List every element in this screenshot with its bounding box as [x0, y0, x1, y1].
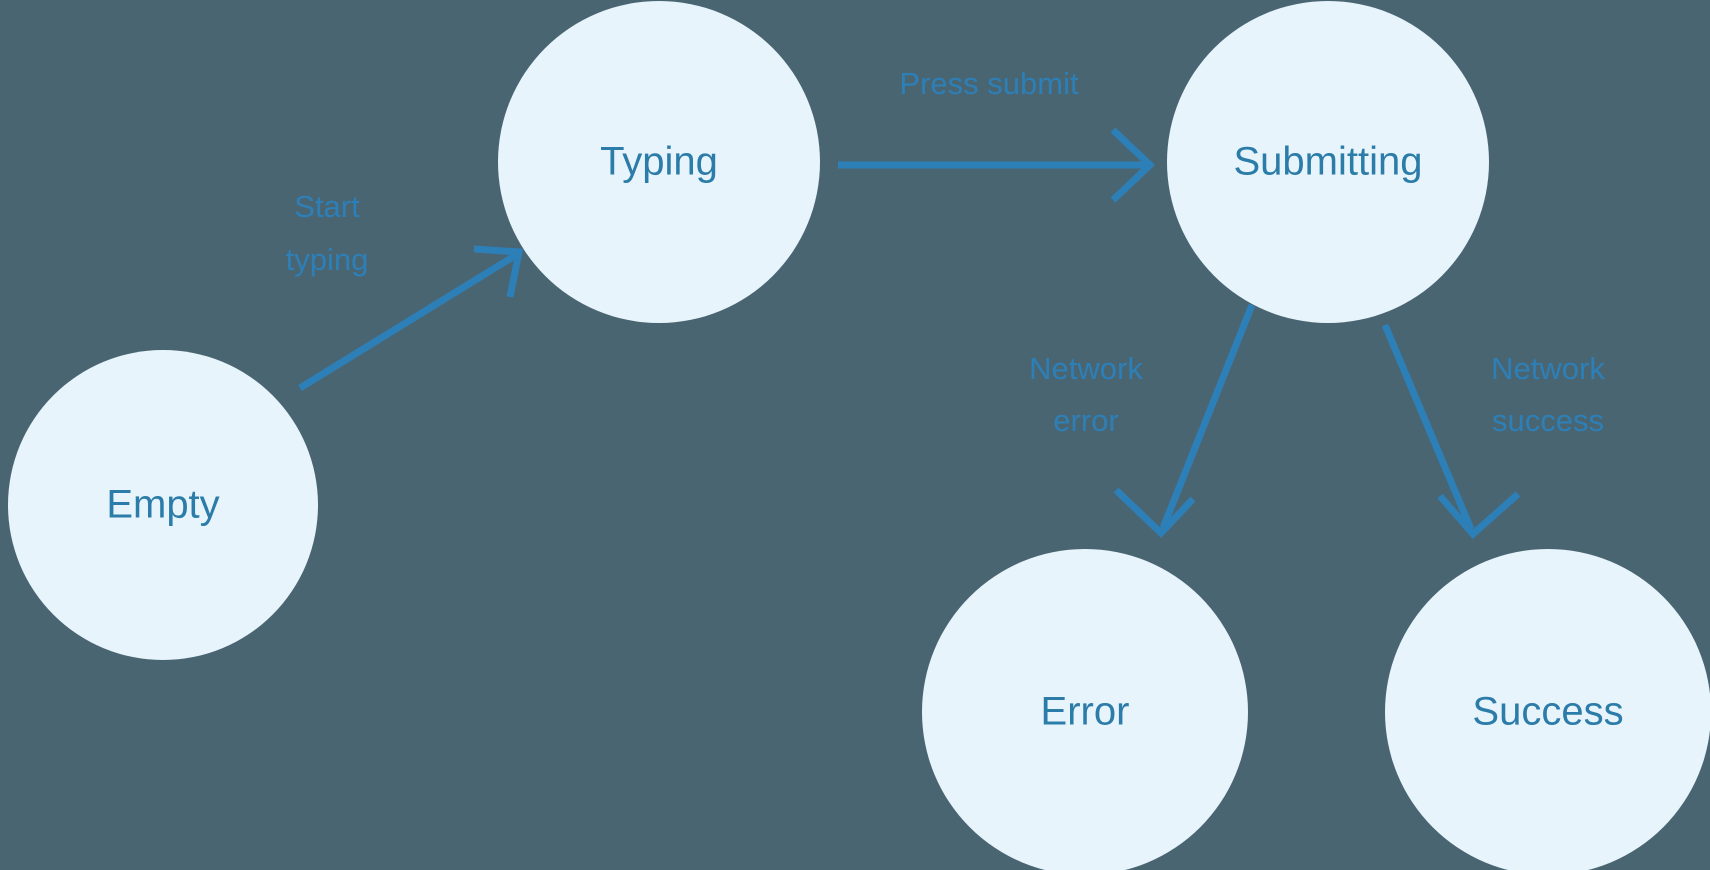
- state-node-error-label: Error: [1041, 690, 1130, 734]
- edge-typing-to-submitting-arrowhead: [1110, 127, 1156, 203]
- state-node-empty-circle[interactable]: [8, 350, 318, 660]
- state-node-typing-label: Typing: [600, 140, 718, 184]
- edge-submitting-to-error-line: [1159, 303, 1256, 530]
- state-node-empty[interactable]: Empty: [8, 350, 318, 660]
- edge-submitting-to-success-line: [1381, 323, 1475, 531]
- edge-submitting-to-success: [1381, 323, 1521, 539]
- edge-label-network-error-line2: error: [1053, 403, 1118, 438]
- edge-submitting-to-error-arrowhead: [1113, 487, 1196, 538]
- edge-label-network-success-line1: Network: [1491, 351, 1605, 386]
- state-node-error[interactable]: Error: [922, 549, 1248, 870]
- state-node-error-circle[interactable]: [922, 549, 1248, 870]
- state-node-submitting-circle[interactable]: [1167, 1, 1489, 323]
- edge-submitting-to-error: [1113, 303, 1256, 538]
- state-node-submitting[interactable]: Submitting: [1167, 1, 1489, 323]
- edge-label-start-typing-line2: typing: [286, 242, 369, 277]
- state-node-success-circle[interactable]: [1385, 549, 1710, 870]
- edge-empty-to-typing: [298, 245, 524, 391]
- edge-label-network-error-line1: Network: [1029, 351, 1143, 386]
- state-node-success-label: Success: [1472, 690, 1623, 734]
- edge-empty-to-typing-line: [298, 252, 518, 391]
- state-node-submitting-label: Submitting: [1234, 140, 1423, 184]
- edge-label-press-submit: Press submit: [899, 66, 1079, 101]
- edge-typing-to-submitting: [838, 127, 1156, 203]
- edge-label-start-typing-line1: Start: [294, 189, 360, 224]
- state-node-typing-circle[interactable]: [498, 1, 820, 323]
- state-node-typing[interactable]: Typing: [498, 1, 820, 323]
- edge-empty-to-typing-arrowhead: [473, 245, 524, 298]
- state-node-success[interactable]: Success: [1385, 549, 1710, 870]
- edge-submitting-to-success-arrowhead: [1437, 491, 1521, 539]
- state-node-empty-label: Empty: [106, 483, 219, 527]
- edge-label-network-success-line2: success: [1492, 403, 1604, 438]
